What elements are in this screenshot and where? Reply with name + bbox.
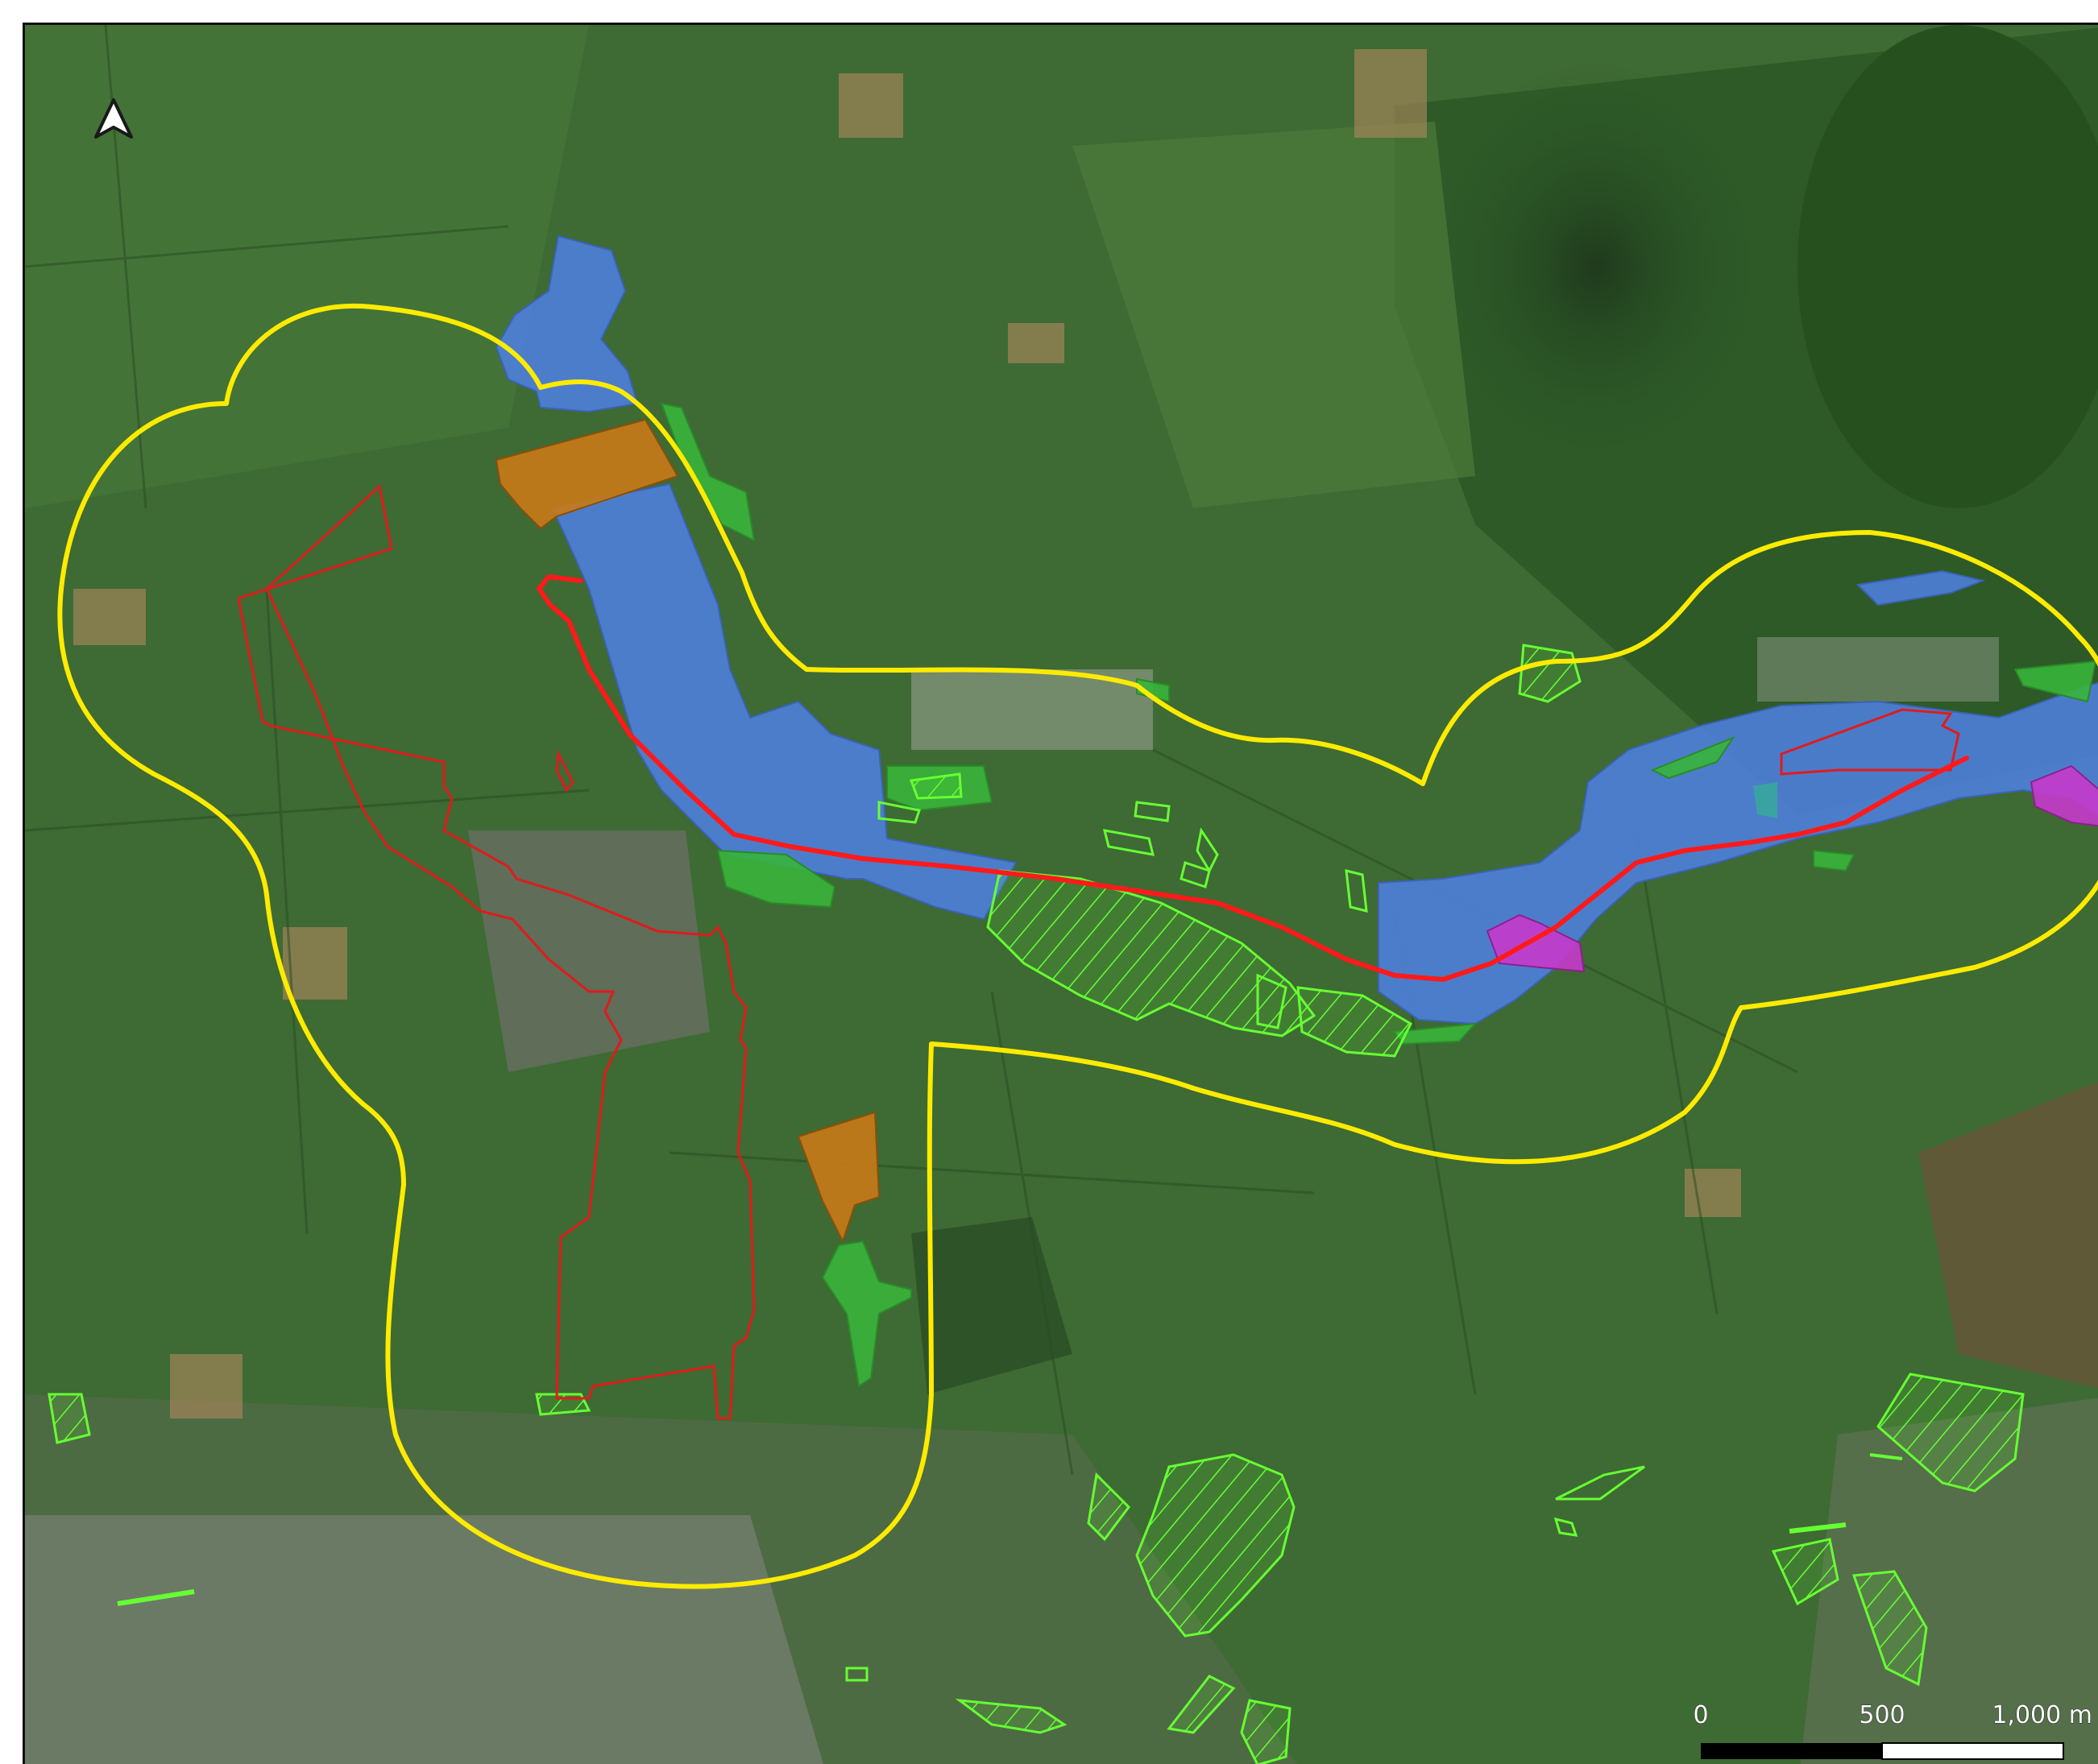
scale-label-mid: 500 <box>1859 1701 1905 1729</box>
map-canvas[interactable]: 0 500 1,000 m <box>25 25 2098 1764</box>
scale-label-start: 0 <box>1693 1701 1708 1729</box>
orange-area[interactable] <box>495 418 881 1244</box>
green-outline-patches <box>117 801 1903 1682</box>
teal-area[interactable] <box>1753 782 1777 818</box>
study-buffer-boundary[interactable] <box>57 303 2098 1589</box>
route-line[interactable] <box>537 574 1969 982</box>
magenta-area[interactable] <box>1486 764 2098 973</box>
satellite-basemap <box>25 25 2098 1764</box>
hatched-area[interactable] <box>48 644 2025 1764</box>
map-frame: 0 500 1,000 m <box>23 23 2098 1764</box>
scale-bar: 0 500 1,000 m <box>1693 1701 2093 1760</box>
site-boundary[interactable] <box>237 484 1960 1420</box>
scale-label-end: 1,000 m <box>1992 1701 2092 1729</box>
north-arrow-icon <box>94 98 133 139</box>
green-area[interactable] <box>660 402 2097 1388</box>
